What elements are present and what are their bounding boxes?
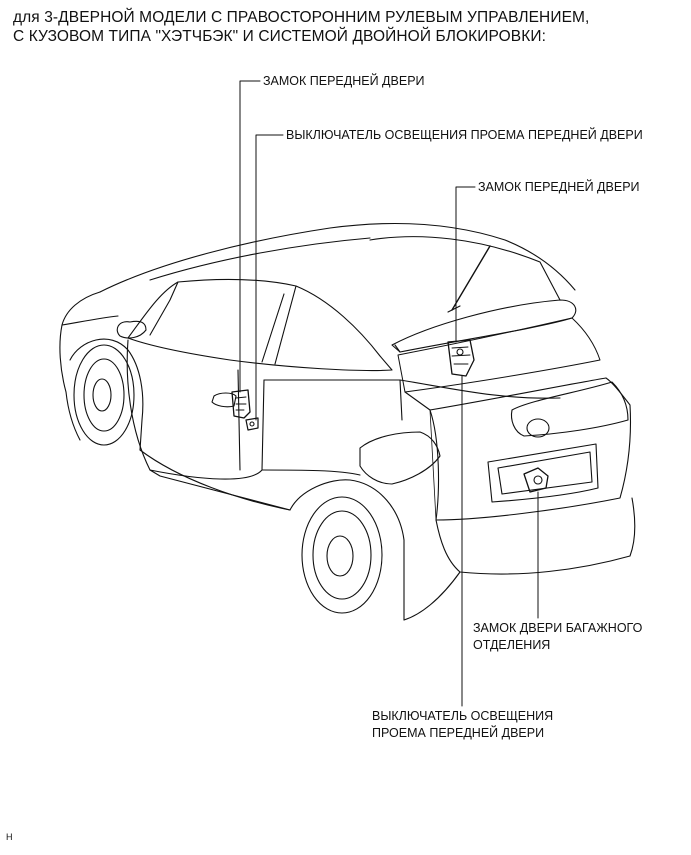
back-door-lock-component bbox=[523, 467, 549, 493]
label-front-door-courtesy-switch-left: ВЫКЛЮЧАТЕЛЬ ОСВЕЩЕНИЯ ПРОЕМА ПЕРЕДНЕЙ ДВ… bbox=[286, 128, 643, 142]
label-back-door-lock: ЗАМОК ДВЕРИ БАГАЖНОГО ОТДЕЛЕНИЯ bbox=[473, 620, 642, 654]
label-back-door-lock-line-2: ОТДЕЛЕНИЯ bbox=[473, 638, 551, 652]
label-front-door-lock-left: ЗАМОК ПЕРЕДНЕЙ ДВЕРИ bbox=[263, 74, 425, 88]
leader-lines bbox=[239, 80, 539, 707]
label-courtesy-switch-right-line-1: ВЫКЛЮЧАТЕЛЬ ОСВЕЩЕНИЯ bbox=[372, 709, 554, 723]
corner-code: H bbox=[6, 832, 13, 842]
label-back-door-lock-line-1: ЗАМОК ДВЕРИ БАГАЖНОГО bbox=[473, 621, 643, 635]
label-courtesy-switch-right-line-2: ПРОЕМА ПЕРЕДНЕЙ ДВЕРИ bbox=[372, 726, 545, 740]
page-heading: для 3-ДВЕРНОЙ МОДЕЛИ С ПРАВОСТОРОННИМ РУ… bbox=[13, 8, 589, 46]
right-front-door-lock-component bbox=[447, 339, 475, 377]
left-front-door-lock-component bbox=[231, 389, 251, 419]
label-front-door-lock-right: ЗАМОК ПЕРЕДНЕЙ ДВЕРИ bbox=[478, 180, 640, 194]
heading-line-1: для 3-ДВЕРНОЙ МОДЕЛИ С ПРАВОСТОРОННИМ РУ… bbox=[13, 9, 590, 26]
heading-line-2: С КУЗОВОМ ТИПА "ХЭТЧБЭК" И СИСТЕМОЙ ДВОЙ… bbox=[13, 28, 547, 45]
label-front-door-courtesy-switch-right: ВЫКЛЮЧАТЕЛЬ ОСВЕЩЕНИЯ ПРОЕМА ПЕРЕДНЕЙ ДВ… bbox=[372, 708, 553, 742]
hatchback-car-illustration bbox=[59, 222, 636, 621]
left-courtesy-switch-component bbox=[245, 417, 259, 431]
